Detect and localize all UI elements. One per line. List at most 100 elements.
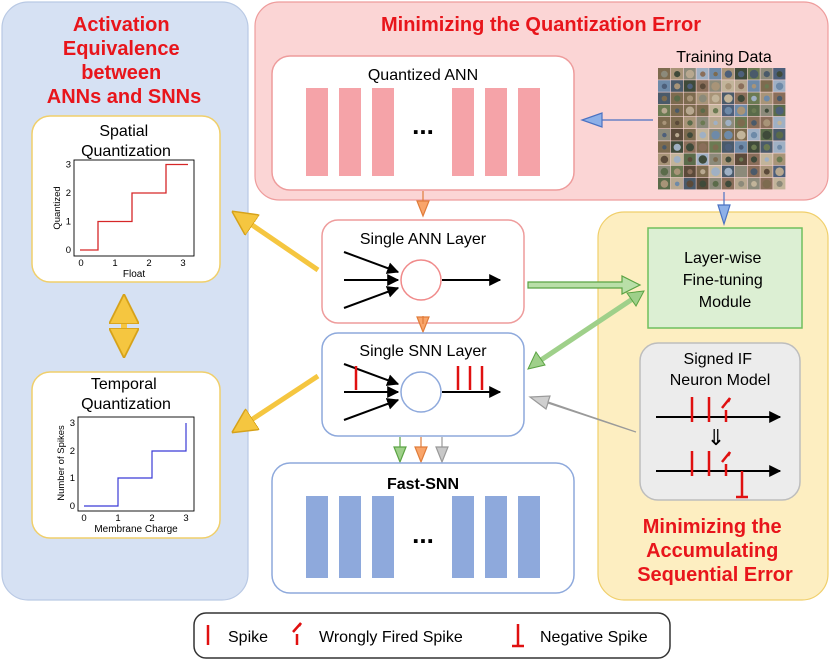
training-thumbnail-detail: [724, 130, 733, 140]
ann-input-edge: [343, 286, 400, 309]
training-thumbnail-detail: [724, 143, 733, 151]
temporal-xtick: 3: [183, 513, 188, 524]
temporal-xtick: 1: [115, 513, 120, 524]
spatial-xtick: 3: [180, 258, 185, 269]
fast-snn-label: Fast-SNN: [387, 476, 459, 493]
spatial-xtick: 1: [112, 258, 117, 269]
training-thumbnail-detail: [763, 95, 770, 102]
training-thumbnail-detail: [712, 180, 719, 187]
snn-neuron: [400, 371, 442, 413]
temporal-yticks: 0 1 2 3: [70, 418, 75, 512]
training-thumbnail-detail: [713, 120, 718, 126]
snn-input-edge: [343, 398, 400, 421]
snn-layer-bar: [372, 496, 394, 578]
fast-snn-bars: [306, 496, 540, 578]
spatial-ytick: 1: [66, 217, 71, 228]
training-thumbnail-detail: [777, 120, 782, 126]
training-thumbnail-detail: [776, 71, 783, 78]
ann-layer-bar: [306, 88, 328, 176]
training-thumbnail-detail: [711, 130, 720, 140]
training-thumbnail-detail: [724, 94, 733, 103]
snn-spikes: [354, 366, 484, 390]
training-thumbnail-detail: [711, 82, 720, 91]
training-thumbnail-detail: [751, 84, 757, 89]
training-thumbnail-detail: [700, 108, 706, 113]
negative-spike: [736, 471, 748, 499]
training-thumbnail-detail: [776, 156, 783, 163]
training-thumbnail-detail: [751, 144, 757, 151]
training-thumbnail-detail: [764, 84, 769, 89]
training-thumbnail-detail: [674, 71, 681, 78]
training-thumbnail-detail: [725, 83, 732, 90]
snn-to-fast-green-arrow: [393, 437, 407, 464]
training-thumbnail-detail: [687, 169, 693, 175]
ann-layer-bar: [518, 88, 540, 176]
legend-box: [193, 612, 671, 659]
training-to-finetune-arrow: [717, 192, 731, 226]
training-thumbnail-detail: [686, 143, 694, 152]
training-thumbnail-detail: [700, 71, 706, 77]
training-thumbnail-detail: [724, 106, 733, 115]
training-thumbnail-detail: [685, 106, 695, 115]
temporal-xlabel: Membrane Charge: [94, 524, 178, 535]
training-thumbnail-detail: [698, 143, 707, 152]
ann-neuron: [400, 259, 442, 301]
training-thumbnail-detail: [660, 167, 669, 176]
implies-arrow: ⇓: [707, 425, 725, 450]
training-thumbnail-detail: [687, 83, 693, 90]
training-thumbnail-detail: [750, 131, 758, 139]
training-thumbnail-detail: [764, 108, 769, 113]
training-thumbnail-detail: [673, 156, 681, 163]
training-thumbnail-detail: [738, 169, 744, 175]
temporal-plot-frame: [77, 416, 195, 512]
training-thumbnail-detail: [725, 180, 732, 188]
ann-to-single-ann-arrow: [416, 191, 430, 218]
spatial-ytick: 2: [66, 188, 71, 199]
training-thumbnail-detail: [776, 180, 783, 187]
training-thumbnail-detail: [674, 83, 681, 90]
training-thumbnail-detail: [713, 71, 718, 77]
single-snn-label: Single SNN Layer: [359, 343, 487, 360]
spatial-xtick: 0: [78, 258, 83, 269]
signed-if-label: Signed IF Neuron Model: [670, 351, 771, 389]
snn-layer-bar: [339, 496, 361, 578]
training-thumbnail-detail: [775, 82, 784, 91]
signed-if-box: [639, 342, 801, 501]
spatial-step-curve: [80, 163, 188, 251]
training-thumbnail-detail: [775, 106, 784, 115]
training-thumbnail-detail: [674, 181, 680, 187]
training-thumbnail-detail: [724, 70, 733, 78]
wrongly-fired-spike: [721, 451, 732, 476]
training-thumbnail-detail: [739, 157, 744, 162]
training-thumbnail-detail: [762, 179, 772, 189]
training-thumbnail-detail: [711, 167, 720, 177]
spatial-yticks: 0 1 2 3: [66, 160, 71, 257]
finetune-module-box: [647, 227, 803, 329]
ann-to-finetune-arrow: [527, 275, 642, 295]
snn-layer-bar: [485, 496, 507, 578]
snn-finetune-arrow-head: [527, 351, 546, 370]
single-ann-label: Single ANN Layer: [360, 231, 487, 248]
snn-neuron-graph: [343, 363, 502, 421]
training-thumbnail-detail: [674, 95, 681, 102]
training-thumbnail-detail: [724, 167, 733, 176]
legend-wrongly-fired-label: Wrongly Fired Spike: [319, 629, 463, 646]
ann-input-edge: [343, 251, 400, 274]
temporal-ytick: 3: [70, 418, 75, 429]
training-thumbnail-detail: [675, 133, 680, 138]
snn-layer-bar: [452, 496, 474, 578]
sequential-error-title: Minimizing the Accumulating Sequential E…: [637, 516, 793, 586]
snn-to-temporal-arrow: [236, 373, 320, 430]
temporal-ytick: 0: [70, 501, 75, 512]
temporal-ylabel: Number of Spikes: [56, 425, 67, 501]
legend-item-spike: Spike: [206, 625, 268, 646]
training-data-label: Training Data: [676, 49, 772, 66]
quantized-ann-bars: [306, 88, 540, 176]
training-thumbnail-detail: [673, 143, 681, 151]
legend-wrongly-fired-icon: [292, 622, 303, 645]
training-thumbnail-detail: [763, 119, 771, 127]
temporal-xtick: 0: [81, 513, 86, 524]
quantization-error-title: Minimizing the Quantization Error: [381, 14, 701, 36]
training-thumbnail-detail: [763, 144, 771, 151]
training-data-image-grid: [658, 68, 786, 190]
